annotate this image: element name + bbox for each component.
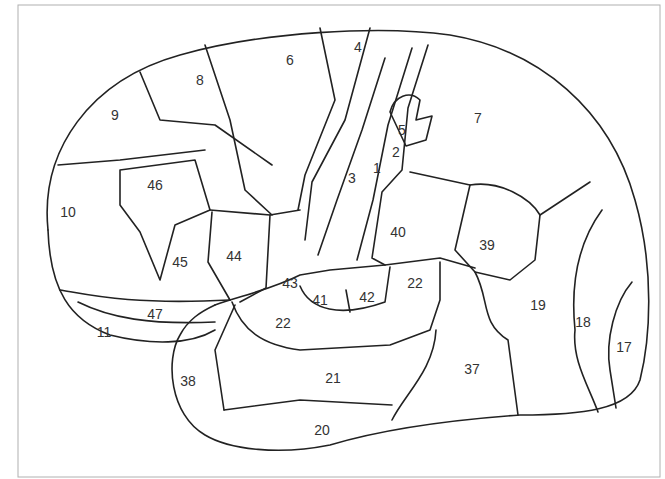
area-number: 18 xyxy=(575,315,591,329)
border-41-42 xyxy=(346,290,350,312)
border-3-1 xyxy=(318,58,385,255)
border-7-40 xyxy=(410,172,470,185)
border-47-top xyxy=(60,290,230,301)
area-borders xyxy=(47,28,649,450)
border-22-21 xyxy=(232,262,440,350)
area-number: 20 xyxy=(314,423,330,437)
border-9-8 xyxy=(140,72,272,165)
area-number: 19 xyxy=(530,298,546,312)
area-number: 2 xyxy=(392,145,400,159)
area-5 xyxy=(390,95,432,146)
area-number: 5 xyxy=(398,123,406,137)
border-47-11 xyxy=(78,302,215,323)
area-number: 44 xyxy=(226,249,242,263)
area-number: 4 xyxy=(354,40,362,54)
border-7-19 xyxy=(540,182,590,215)
frontal-base xyxy=(48,230,215,342)
border-19-18 xyxy=(574,210,602,412)
area-number: 41 xyxy=(312,293,328,307)
area-number: 21 xyxy=(325,371,341,385)
area-number: 9 xyxy=(111,108,119,122)
area-number: 40 xyxy=(390,225,406,239)
area-number: 46 xyxy=(147,178,163,192)
area-number: 42 xyxy=(359,290,375,304)
area-number: 45 xyxy=(172,255,188,269)
area-46 xyxy=(120,160,210,280)
area-39 xyxy=(455,184,540,280)
area-number: 37 xyxy=(464,362,480,376)
border-37-19 xyxy=(475,272,518,415)
border-38-21 xyxy=(215,305,235,410)
area-number: 6 xyxy=(286,53,294,67)
border-44-top xyxy=(210,210,300,215)
area-number: 3 xyxy=(348,171,356,185)
area-number: 22 xyxy=(275,316,291,330)
border-6-4 xyxy=(298,28,335,210)
area-number: 1 xyxy=(373,161,381,175)
frame xyxy=(18,5,660,477)
border-2-7 xyxy=(372,45,428,265)
area-number: 8 xyxy=(196,73,204,87)
area-number: 17 xyxy=(616,340,632,354)
area-number: 11 xyxy=(97,325,112,339)
border-8-6 xyxy=(205,45,272,215)
area-number: 10 xyxy=(60,205,76,219)
area-41-42 xyxy=(300,267,390,310)
border-10-9 xyxy=(58,150,205,165)
area-number: 43 xyxy=(282,276,298,290)
border-21-20 xyxy=(224,400,392,410)
area-number: 22 xyxy=(407,276,423,290)
area-number: 38 xyxy=(180,374,196,388)
brain-outline xyxy=(47,31,649,451)
area-number: 39 xyxy=(479,238,495,252)
border-21-37 xyxy=(392,330,436,420)
border-18-17 xyxy=(609,282,632,408)
sylvian-line xyxy=(215,258,475,305)
area-number: 47 xyxy=(147,307,163,321)
area-number: 7 xyxy=(474,111,482,125)
